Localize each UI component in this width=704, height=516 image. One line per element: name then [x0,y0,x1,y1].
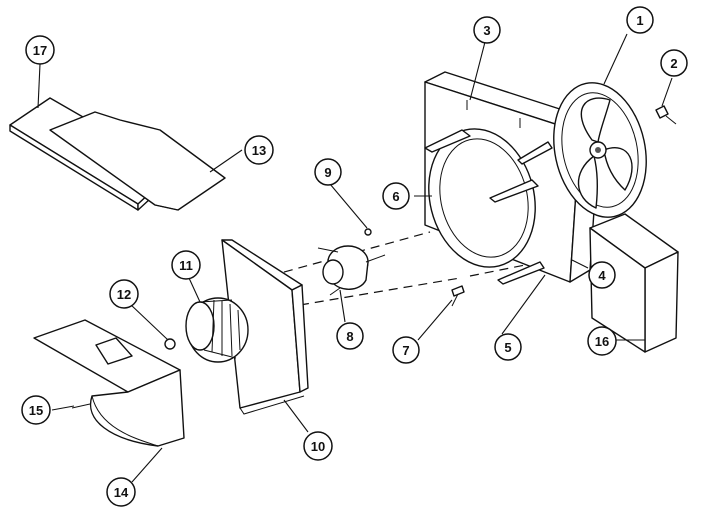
svg-text:17: 17 [33,43,47,58]
part-16-block [589,213,679,353]
callout-9: 9 [314,158,342,186]
callout-4: 4 [588,261,616,289]
part-14-blower-housing [33,319,185,447]
callout-16: 16 [587,326,617,356]
svg-text:4: 4 [598,268,606,283]
callout-10: 10 [303,431,333,461]
callout-8: 8 [336,322,364,350]
callout-14: 14 [106,477,136,507]
svg-text:2: 2 [670,56,677,71]
callout-1: 1 [626,6,654,34]
part-9-screw [364,228,372,236]
callout-5: 5 [494,333,522,361]
svg-text:16: 16 [595,334,609,349]
svg-text:3: 3 [483,23,490,38]
svg-text:11: 11 [179,258,193,273]
svg-text:6: 6 [392,189,399,204]
callout-6: 6 [382,182,410,210]
svg-text:10: 10 [311,439,325,454]
svg-text:1: 1 [636,13,643,28]
svg-text:9: 9 [324,165,331,180]
svg-text:13: 13 [252,143,266,158]
callout-7: 7 [392,336,420,364]
part-15-screw [71,403,91,409]
svg-text:8: 8 [346,329,353,344]
part-7-screw [451,285,465,307]
part-1-fan-blade [553,82,647,218]
svg-text:12: 12 [117,287,131,302]
callout-15: 15 [21,395,51,425]
svg-text:15: 15 [29,403,43,418]
svg-text:14: 14 [114,485,129,500]
part-13-panel [49,111,226,211]
svg-text:5: 5 [504,340,511,355]
callout-2: 2 [660,49,688,77]
part-11-blower-wheel [185,297,249,363]
callout-13: 13 [244,135,274,165]
part-8-motor [317,245,386,296]
callout-3: 3 [473,16,501,44]
callout-12: 12 [109,279,139,309]
part-2-nut [655,105,677,125]
svg-text:7: 7 [402,343,409,358]
part-12-clip [164,338,176,350]
callout-11: 11 [171,250,201,280]
callout-17: 17 [25,35,55,65]
leader-lines [37,33,673,483]
